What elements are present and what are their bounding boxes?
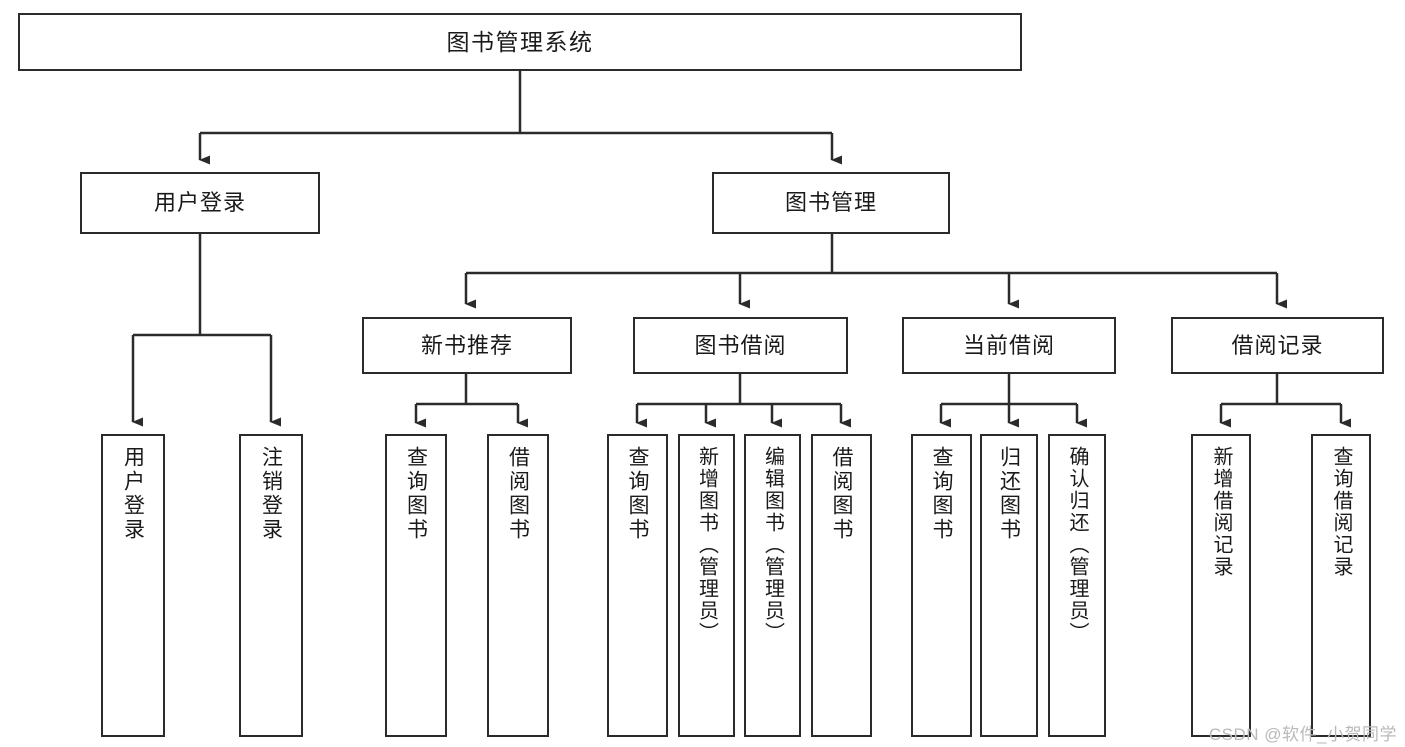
node-label: 确认归还（管理员） xyxy=(1066,446,1088,644)
leaf-borrow-record-query[interactable]: 查询借阅记录 xyxy=(1311,434,1371,737)
leaf-book-borrow-borrow[interactable]: 借阅图书 xyxy=(811,434,872,737)
node-book-management[interactable]: 图书管理 xyxy=(712,172,950,234)
node-label: 借阅图书 xyxy=(830,446,853,542)
node-label: 查询图书 xyxy=(626,446,649,542)
node-label: 新书推荐 xyxy=(420,332,513,358)
node-label: 图书管理系统 xyxy=(446,28,594,55)
node-borrow-record[interactable]: 借阅记录 xyxy=(1171,317,1384,374)
node-current-borrow[interactable]: 当前借阅 xyxy=(902,317,1116,374)
leaf-user-login-logout[interactable]: 注销登录 xyxy=(239,434,303,737)
node-label: 编辑图书（管理员） xyxy=(761,446,784,644)
leaf-new-book-query[interactable]: 查询图书 xyxy=(385,434,447,737)
leaf-book-borrow-add[interactable]: 新增图书（管理员） xyxy=(678,434,735,737)
node-label: 新增图书（管理员） xyxy=(695,446,718,644)
node-label: 借阅记录 xyxy=(1231,332,1324,358)
leaf-current-borrow-query[interactable]: 查询图书 xyxy=(911,434,972,737)
node-label: 归还图书 xyxy=(997,446,1021,542)
node-label: 用户登录 xyxy=(121,446,145,542)
node-user-login[interactable]: 用户登录 xyxy=(80,172,320,234)
node-label: 查询图书 xyxy=(404,446,428,542)
leaf-book-borrow-query[interactable]: 查询图书 xyxy=(607,434,668,737)
leaf-book-borrow-edit[interactable]: 编辑图书（管理员） xyxy=(744,434,801,737)
leaf-current-borrow-confirm-return[interactable]: 确认归还（管理员） xyxy=(1048,434,1106,737)
leaf-new-book-borrow[interactable]: 借阅图书 xyxy=(487,434,549,737)
node-label: 借阅图书 xyxy=(506,446,530,542)
node-label: 注销登录 xyxy=(259,446,283,542)
node-label: 新增借阅记录 xyxy=(1210,446,1232,578)
node-label: 当前借阅 xyxy=(962,332,1055,358)
node-label: 图书管理 xyxy=(784,190,877,216)
leaf-user-login-login[interactable]: 用户登录 xyxy=(101,434,165,737)
leaf-borrow-record-add[interactable]: 新增借阅记录 xyxy=(1191,434,1251,737)
node-label: 查询借阅记录 xyxy=(1330,446,1352,578)
node-label: 图书借阅 xyxy=(694,332,787,358)
node-label: 用户登录 xyxy=(153,190,246,216)
watermark-text: CSDN @软件_小贺同学 xyxy=(1208,725,1397,744)
node-root-system[interactable]: 图书管理系统 xyxy=(18,13,1022,71)
node-label: 查询图书 xyxy=(930,446,953,542)
node-book-borrow[interactable]: 图书借阅 xyxy=(633,317,848,374)
leaf-current-borrow-return[interactable]: 归还图书 xyxy=(980,434,1038,737)
node-new-book-recommend[interactable]: 新书推荐 xyxy=(362,317,572,374)
